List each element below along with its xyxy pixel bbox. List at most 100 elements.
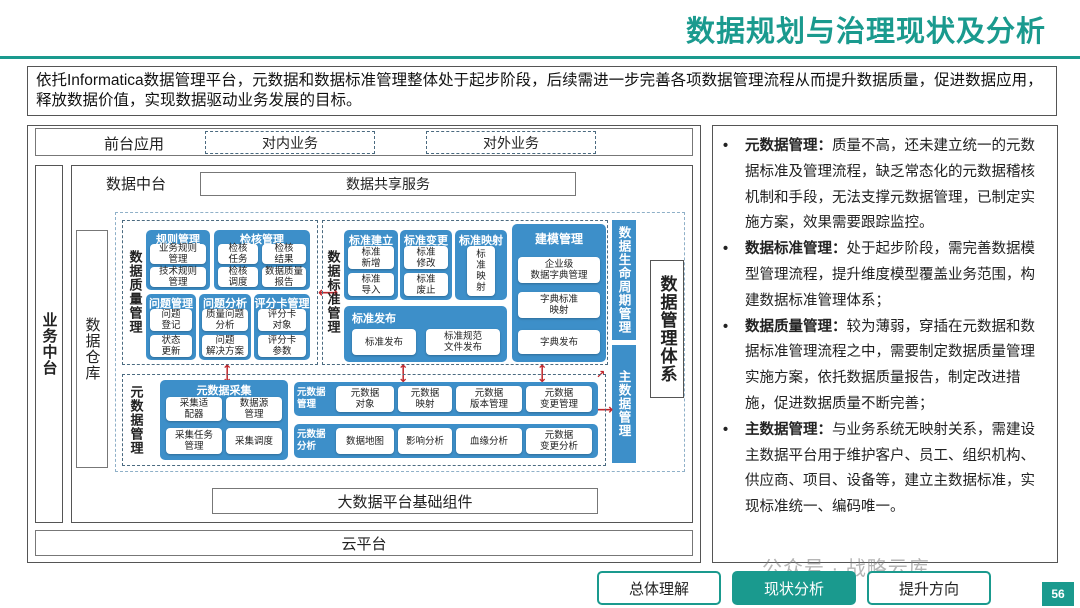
- big-data-platform: 大数据平台基础组件: [212, 488, 598, 514]
- check-result-node: 检核 结果: [262, 243, 306, 265]
- dictionary-mgmt-node: 企业级 数据字典管理: [518, 257, 600, 283]
- quality-mgmt-title: 数据质量管理: [127, 250, 143, 334]
- bullet-dot: •: [723, 421, 729, 438]
- issue-register-node: 问题 登记: [150, 309, 192, 331]
- std-release-node: 标准发布: [352, 329, 416, 355]
- modeling-mgmt-header: 建模管理: [534, 232, 583, 246]
- master-data-mgmt-bar: 主数据管理: [612, 345, 636, 463]
- issue-solution-node: 问题 解决方案: [202, 335, 248, 357]
- quality-standard-arrow: ⟷: [318, 284, 339, 300]
- panel-item-standard: • 数据标准管理：处于起步阶段，需完善数据模型管理流程，提升维度模型覆盖业务范围…: [723, 237, 1049, 314]
- lifecycle-mgmt-bar: 数据生命周期管理: [612, 220, 636, 340]
- metadata-analysis-group: 元数据 分析 数据地图 影响分析 血缘分析 元数据 变更分析: [294, 424, 598, 458]
- nav-status-button[interactable]: 现状分析: [732, 571, 856, 605]
- std-modify-node: 标准 修改: [404, 246, 448, 269]
- panel-item-body: 与业务系统无映射关系，需建设主数据平台用于维护客户、员工、组织机构、供应商、项目…: [745, 421, 1035, 516]
- title-divider: [0, 56, 1080, 59]
- technical-rule-node: 技术规则 管理: [150, 266, 206, 288]
- metadata-mgmt-frame: [122, 374, 606, 466]
- panel-item-head: 主数据管理：: [745, 421, 832, 438]
- metadata-object-node: 元数据 对象: [336, 386, 394, 412]
- data-share-service: 数据共享服务: [200, 172, 576, 196]
- panel-item-master: • 主数据管理：与业务系统无映射关系，需建设主数据平台用于维护客户、员工、组织机…: [723, 418, 1049, 521]
- nav-overall-button[interactable]: 总体理解: [597, 571, 721, 605]
- std-mapping-header: 标准映射: [459, 235, 503, 247]
- scorecard-param-node: 评分卡 参数: [258, 335, 306, 357]
- standard-mgmt-frame: [322, 220, 608, 365]
- std-publish-group: 标准发布 标准发布 标准规范 文件发布: [344, 306, 507, 362]
- metadata-manage-header: 元数据 管理: [297, 387, 326, 410]
- modeling-metadata-arrow: ⟷: [535, 364, 550, 383]
- metadata-lifecycle-arrow: ↗: [596, 369, 606, 381]
- panel-item-body: 处于起步阶段，需完善数据模型管理流程，提升维度模型覆盖业务范围，构建数据标准管理…: [745, 241, 1035, 309]
- standard-mgmt-title: 数据标准管理: [325, 250, 341, 334]
- metadata-manage-group: 元数据 管理 元数据 对象 元数据 映射 元数据 版本管理 元数据 变更管理: [294, 382, 598, 416]
- analysis-panel: • 元数据管理：质量不高，还未建立统一的元数据标准及管理流程，缺乏常态化的元数据…: [712, 125, 1058, 563]
- data-map-node: 数据地图: [336, 428, 394, 454]
- collect-task-node: 采集任务 管理: [166, 428, 222, 454]
- panel-item-body: 质量不高，还未建立统一的元数据标准及管理流程，缺乏常态化的元数据稽核机制和手段，…: [745, 138, 1035, 232]
- check-mgmt-group: 检核管理 检核 任务 检核 结果 检核 调度 数据质量 报告: [214, 230, 310, 290]
- std-publish-header: 标准发布: [352, 313, 396, 325]
- std-abolish-node: 标准 废止: [404, 273, 448, 296]
- intro-text: 依托Informatica数据管理平台，元数据和数据标准管理整体处于起步阶段，后…: [27, 66, 1057, 116]
- cloud-platform: 云平台: [35, 530, 693, 556]
- std-change-group: 标准变更 标准 修改 标准 废止: [400, 230, 452, 300]
- front-app-layer: [35, 128, 693, 156]
- internal-biz-box: 对内业务: [205, 131, 375, 154]
- bullet-dot: •: [723, 138, 729, 154]
- quality-metadata-arrow: ⟷: [220, 364, 235, 383]
- mgmt-system-label: 数据管理体系: [650, 260, 684, 398]
- nav-improve-button[interactable]: 提升方向: [867, 571, 991, 605]
- check-task-node: 检核 任务: [218, 243, 258, 265]
- business-rule-node: 业务规则 管理: [150, 243, 206, 265]
- data-warehouse-column: 数据仓库: [76, 230, 108, 468]
- metadata-analysis-header: 元数据 分析: [297, 429, 326, 452]
- metadata-mapping-node: 元数据 映射: [398, 386, 452, 412]
- scorecard-object-node: 评分卡 对象: [258, 309, 306, 331]
- metadata-change-node: 元数据 变更管理: [526, 386, 592, 412]
- lineage-analysis-node: 血缘分析: [456, 428, 522, 454]
- collect-schedule-node: 采集调度: [226, 428, 282, 454]
- metadata-collect-group: 元数据采集 采集适 配器 数据源 管理 采集任务 管理 采集调度: [160, 380, 288, 460]
- metadata-change-analysis-node: 元数据 变更分析: [526, 428, 592, 454]
- std-mapping-node: 标 准 映 射: [467, 246, 495, 296]
- mgmt-system-frame: [115, 212, 685, 472]
- std-mapping-group: 标准映射 标 准 映 射: [455, 230, 507, 300]
- panel-item-quality: • 数据质量管理：较为薄弱，穿插在元数据和数据标准管理流程之中，需要制定数据质量…: [723, 315, 1049, 418]
- std-import-node: 标准 导入: [348, 273, 394, 296]
- panel-item-metadata: • 元数据管理：质量不高，还未建立统一的元数据标准及管理流程，缺乏常态化的元数据…: [723, 134, 1049, 237]
- dictionary-mapping-node: 字典标准 映射: [518, 292, 600, 318]
- datasource-mgmt-node: 数据源 管理: [226, 397, 282, 421]
- issue-mgmt-header: 问题管理: [149, 298, 193, 310]
- std-add-node: 标准 新增: [348, 246, 394, 269]
- issue-analysis-header: 问题分析: [203, 298, 247, 310]
- bullet-dot: •: [723, 241, 729, 258]
- std-create-group: 标准建立 标准 新增 标准 导入: [344, 230, 398, 300]
- quality-issue-analysis-node: 质量问题 分析: [202, 309, 248, 331]
- panel-item-body: 较为薄弱，穿插在元数据和数据标准管理流程之中，需要制定数据质量管理实施方案，依托…: [745, 318, 1035, 412]
- rule-mgmt-header: 规则管理: [156, 234, 200, 246]
- scorecard-mgmt-header: 评分卡管理: [254, 298, 310, 310]
- dictionary-publish-node: 字典发布: [518, 330, 600, 354]
- quality-mgmt-frame: [122, 220, 318, 365]
- modeling-mgmt-group: 建模管理 企业级 数据字典管理 字典标准 映射 字典发布: [512, 224, 606, 362]
- metadata-mgmt-title: 元数据管理: [128, 385, 144, 455]
- front-app-label: 前台应用: [104, 136, 165, 153]
- page-number: 56: [1042, 582, 1074, 606]
- standard-metadata-arrow: ⟷: [396, 364, 411, 383]
- bullet-dot: •: [723, 318, 729, 335]
- metadata-collect-header: 元数据采集: [196, 385, 252, 397]
- data-platform-label: 数据中台: [106, 176, 167, 193]
- check-schedule-node: 检核 调度: [218, 266, 258, 288]
- metadata-master-arrow: ⟷: [593, 401, 614, 417]
- check-mgmt-header: 检核管理: [240, 234, 284, 246]
- status-update-node: 状态 更新: [150, 335, 192, 357]
- rule-mgmt-group: 规则管理 业务规则 管理 技术规则 管理: [146, 230, 210, 290]
- issue-analysis-group: 问题分析 质量问题 分析 问题 解决方案: [199, 294, 251, 360]
- std-change-header: 标准变更: [404, 235, 448, 247]
- panel-item-head: 数据标准管理：: [745, 241, 847, 258]
- scorecard-mgmt-group: 评分卡管理 评分卡 对象 评分卡 参数: [254, 294, 310, 360]
- page-title: 数据规划与治理现状及分析: [685, 16, 1046, 48]
- panel-item-head: 元数据管理：: [745, 138, 832, 154]
